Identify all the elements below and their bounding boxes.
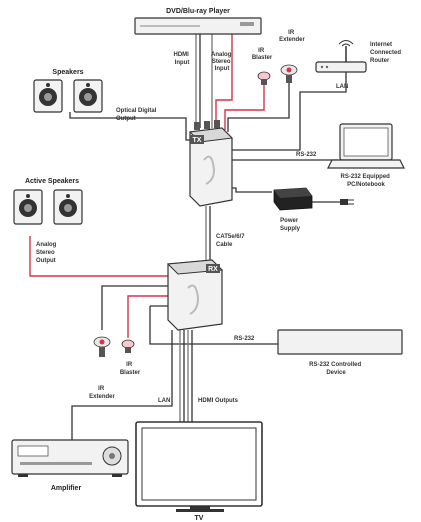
svg-text:Internet Connected: Internet Connected Router xyxy=(370,42,403,64)
hdmi-input-label: HDMI Input xyxy=(173,52,190,66)
svg-text:Power Supply: Power Supply xyxy=(280,218,301,232)
power-supply: Power Supply xyxy=(273,187,354,232)
dvd-player: DVD/Blu-ray Player xyxy=(134,8,262,35)
active-speakers: Active Speakers xyxy=(13,178,83,225)
wifi-icon xyxy=(338,40,354,47)
svg-text:RS-232 Equipped PC/Noteb: RS-232 Equipped PC/Notebook xyxy=(340,174,391,188)
cat-cable-label: CAT5e/6/7 Cable xyxy=(216,234,246,248)
cable-analog-output xyxy=(29,236,168,277)
speakers-label: Speakers xyxy=(52,69,83,76)
ir-blaster-top: IR Blaster xyxy=(252,48,273,85)
cable-ir-extender-top xyxy=(227,78,290,132)
speakers: Speakers xyxy=(33,69,103,113)
tv-label: TV xyxy=(195,515,204,522)
lan-bottom-label: LAN xyxy=(158,398,170,404)
ir-extender-top: IR Extender xyxy=(279,30,305,83)
internet-router: Internet Connected Router xyxy=(315,40,403,73)
optical-output-label: Optical Digital Output xyxy=(116,108,158,122)
svg-text:IR Blaster: IR Blaster xyxy=(252,48,273,61)
hdmi-outputs-label: HDMI Outputs xyxy=(198,398,239,404)
cable-optical xyxy=(69,112,190,141)
svg-text:IR Extender: IR Extender xyxy=(89,386,115,400)
amplifier-label: Amplifier xyxy=(51,485,82,492)
cable-analog-input-2 xyxy=(215,32,233,128)
rs232-top-label: RS-232 xyxy=(296,152,317,158)
analog-stereo-input-label: Analog Stereo Input xyxy=(211,52,233,72)
cable-lan-bottom xyxy=(71,330,173,440)
rx-unit: RX xyxy=(166,259,224,331)
cable-ir-extender-bottom xyxy=(101,285,168,330)
cable-rs232-bottom xyxy=(149,306,278,345)
lan-top-label: LAN xyxy=(336,84,348,90)
rs232-controlled-device: RS-232 Controlled Device xyxy=(277,329,403,376)
analog-stereo-output-label: Analog Stereo Output xyxy=(36,242,58,264)
cable-lan-top xyxy=(229,72,347,151)
svg-text:IR Blaster: IR Blaster xyxy=(120,362,141,376)
svg-text:IR Extender: IR Extender xyxy=(279,30,305,43)
dvd-player-label: DVD/Blu-ray Player xyxy=(166,8,230,15)
pc-notebook: RS-232 Equipped PC/Notebook xyxy=(327,123,405,188)
cable-power xyxy=(229,187,272,193)
ir-blaster-bottom: IR Blaster xyxy=(120,339,141,376)
tx-badge: TX xyxy=(193,137,202,144)
cable-ir-blaster-top xyxy=(224,80,265,130)
rx-badge: RX xyxy=(208,266,218,273)
cables xyxy=(29,32,347,440)
rs232-bottom-label: RS-232 xyxy=(234,336,255,342)
active-speakers-label: Active Speakers xyxy=(25,178,79,185)
amplifier: Amplifier xyxy=(11,439,129,492)
cable-ir-blaster-bottom xyxy=(127,295,168,338)
tx-unit: TX xyxy=(188,120,234,207)
tv: TV xyxy=(135,421,263,522)
svg-text:RS-232 Controlled Device: RS-232 Controlled Device xyxy=(309,362,363,376)
ir-extender-bottom: IR Extender xyxy=(89,336,115,400)
